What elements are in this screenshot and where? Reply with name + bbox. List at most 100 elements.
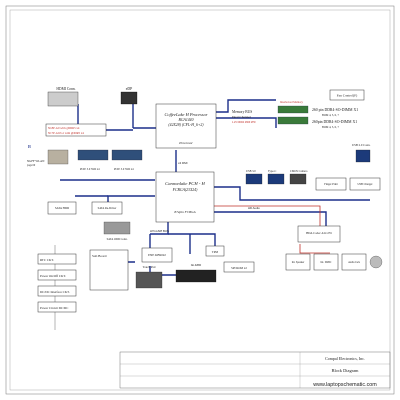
- usb-charger-box: [349, 177, 381, 191]
- pch-name: Cannonlake PCH - H: [165, 181, 205, 186]
- memory-interleave-label: Interleaved Memory: [280, 101, 304, 104]
- fan-control-box: [329, 89, 365, 101]
- ngff-block: ʙ NGFF WLAN page 60: [27, 144, 69, 167]
- dimm2-note: BOM 4, 5, 6, 7: [322, 126, 339, 129]
- audio-block: HD Audio HDA Codec ALC255 Int. Speaker I…: [248, 206, 383, 271]
- edp-panel-block: eDP: [120, 87, 138, 105]
- watermark: www.laptopschematic.com: [312, 382, 377, 388]
- ngff-note: page 60: [27, 164, 36, 167]
- cpu-box: [155, 103, 217, 149]
- ene-box: [141, 247, 173, 263]
- ssd2-icon: [111, 149, 143, 161]
- pwr-dcdc-label: Power Circuit DC/DC: [40, 306, 68, 310]
- ngff-card-icon: [47, 149, 69, 165]
- input-devices: Touch Pad Int.KBD: [135, 263, 217, 289]
- cmos-label: CMOS Camera: [290, 170, 308, 173]
- ec-block: LPC/eSPI BUS ENE KB9022 TPM SPI ROM x2: [141, 229, 255, 273]
- cpu-label: Processor: [178, 141, 193, 145]
- fingerprint-box: [315, 177, 347, 191]
- dcdc-box: [37, 285, 77, 297]
- usb-cluster: USB 3.0 Type-C CMOS Camera Finger Print …: [245, 143, 381, 191]
- rtc-box: [37, 253, 77, 265]
- hdmi-connector-icon: [47, 91, 79, 107]
- sheet-inner-frame: [9, 9, 391, 391]
- company-name: Compal Electronics, Inc.: [325, 356, 365, 362]
- gpu-block: N18P-G0 with gDDR5 x4 N17P-G0/G1 with gD…: [45, 123, 107, 137]
- dimm2-label: 260pin DDR4-SO-DIMM X1: [312, 120, 357, 124]
- ssd1-label: PCIE 3.0 SSD x4: [80, 168, 100, 171]
- audio-jack-box: [341, 253, 367, 271]
- dcdc-label: DC/DC Interface CKT.: [40, 290, 70, 294]
- cmos-camera-icon: [289, 173, 307, 185]
- pch-box: [155, 171, 215, 223]
- usb30-port-icon: [245, 173, 263, 185]
- fingerprint-label: Finger Print: [324, 183, 338, 186]
- sata-block: SATA HDD SATA Re-Driver SATA ODD Conn.: [47, 201, 131, 241]
- sata-redriver-label: SATA Re-Driver: [98, 207, 117, 210]
- hdmi-connector-block: HDMI Conn.: [47, 87, 79, 107]
- usb20-port-icon: [355, 149, 371, 163]
- sata-odd-label: SATA ODD Conn.: [107, 238, 128, 241]
- audio-jack-label: Audio Jack: [348, 261, 360, 264]
- memory-channel-label: Dual Channel: [232, 115, 251, 119]
- usb-charger-label: USB Charger: [357, 183, 372, 186]
- ene-label: ENE KB9022: [148, 253, 166, 257]
- ngff-label: NGFF WLAN: [27, 159, 45, 163]
- ssd1-icon: [77, 149, 109, 161]
- bus-lines: [54, 99, 370, 330]
- memory-volt-label: 1.2V DDR4 2666 MHz: [232, 121, 256, 124]
- sata-redriver-box: [91, 201, 123, 215]
- pwr-dcdc-box: [37, 301, 77, 313]
- usb30b-label: Type-C: [268, 170, 276, 173]
- dmic-box: [313, 253, 339, 271]
- speaker-icon: [369, 255, 383, 269]
- dimm1-label: 260 pin DDR4-SO-DIMM X1: [312, 108, 358, 112]
- hda-codec-box: [297, 225, 341, 243]
- power-onoff-label: Power On/Off CKT.: [40, 274, 66, 278]
- fan-control-block: Fan Control(F): [329, 89, 365, 101]
- edp-label: eDP: [126, 87, 133, 91]
- keyboard-label: Int.KBD: [191, 263, 202, 267]
- pch-package: FCBGA(23X24): [172, 188, 198, 192]
- keyboard-icon: [175, 269, 217, 283]
- bluetooth-icon: ʙ: [28, 144, 31, 150]
- spi-rom-label: SPI ROM x2: [231, 266, 247, 270]
- touchpad-icon: [135, 271, 163, 289]
- dmi-label: x4 DMI: [178, 161, 188, 165]
- sub-board-box: [89, 249, 129, 291]
- dimm1-icon: [277, 105, 309, 114]
- lpc-label: LPC/eSPI BUS: [150, 229, 169, 233]
- speaker-label: Int. Speaker: [292, 261, 305, 264]
- memory-bus-label: Memory BUS: [232, 110, 252, 114]
- usb30-label: USB 3.0: [246, 170, 256, 173]
- sheet-frame: [5, 5, 395, 395]
- ssd-block: PCIE 3.0 SSD x4 PCIE 3.0 SSD x4: [77, 149, 143, 171]
- block-diagram-title: Block Diagram: [332, 368, 360, 373]
- hda-codec-label: HDA Codec ALC255: [306, 231, 332, 235]
- tpm-label: TPM: [212, 250, 219, 254]
- sata-hdd-label: SATA HDD: [55, 206, 70, 210]
- power-blocks: RTC CKT. Power On/Off CKT. DC/DC Interfa…: [37, 253, 77, 313]
- cpu-block: CoffeeLake H Processor BGA1440 (42X28) (…: [155, 103, 217, 149]
- gpu-n17p-label: N17P-G0/G1 with gDDR5 x4: [48, 131, 84, 135]
- sub-board-label: Sub Board: [92, 254, 107, 258]
- pch-block: Cannonlake PCH - H FCBGA(23X24) 874pin F…: [155, 161, 215, 223]
- gpu-n18p-label: N18P-G0 with gDDR5 x4: [48, 126, 80, 130]
- fan-control-label: Fan Control(F): [337, 94, 357, 98]
- hd-audio-label: HD Audio: [248, 206, 260, 210]
- edp-panel-icon: [120, 91, 138, 105]
- power-onoff-box: [37, 269, 77, 281]
- memory-block: Memory BUS Dual Channel 1.2V DDR4 2666 M…: [232, 101, 358, 129]
- tpm-box: [205, 245, 225, 257]
- dimm2-icon: [277, 116, 309, 125]
- hdmi-label: HDMI Conn.: [56, 87, 75, 91]
- speaker-box: [285, 253, 311, 271]
- title-block-frame: [119, 351, 391, 389]
- sata-odd-icon: [103, 221, 131, 235]
- pch-sub: 874pin FCBGA: [174, 210, 196, 214]
- cpu-package: BGA1440: [179, 118, 194, 122]
- dimm1-note: BOM 4, 5, 6, 7: [322, 114, 339, 117]
- touchpad-label: Touch Pad: [143, 265, 156, 269]
- sub-board-block: Sub Board: [89, 249, 129, 291]
- rtc-label: RTC CKT.: [40, 258, 54, 262]
